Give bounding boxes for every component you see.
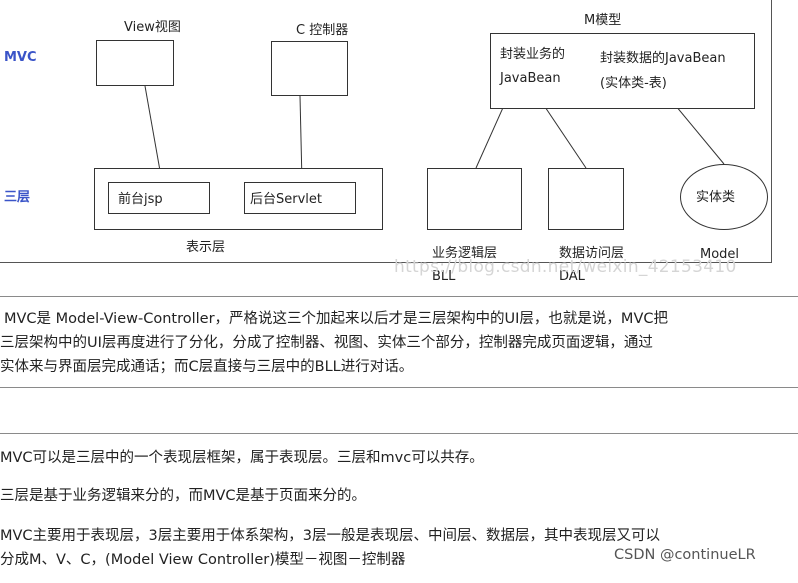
connector-lines bbox=[144, 85, 725, 183]
controller-box bbox=[271, 41, 348, 96]
mvc-three-layer-diagram: MVC 三层 View视图 C 控制器 M模型 封装业务的 JavaBean 封… bbox=[0, 0, 798, 290]
entity-ellipse bbox=[680, 164, 768, 230]
bll-label-line2: BLL bbox=[432, 269, 456, 284]
front-jsp-box bbox=[108, 182, 210, 214]
explanation-2-para-1: MVC可以是三层中的一个表现层框架，属于表现层。三层和mvc可以共存。 bbox=[0, 450, 484, 466]
controller-label: C 控制器 bbox=[296, 23, 349, 38]
front-jsp-label: 前台jsp bbox=[118, 192, 163, 207]
explanation-box-1: MVC是 Model-View-Controller，严格说这三个加起来以后才是… bbox=[0, 296, 798, 388]
view-label: View视图 bbox=[124, 20, 181, 35]
explanation-box-2: MVC可以是三层中的一个表现层框架，属于表现层。三层和mvc可以共存。 三层是基… bbox=[0, 433, 798, 583]
explanation-1-line-1: MVC是 Model-View-Controller，严格说这三个加起来以后才是… bbox=[4, 311, 668, 327]
bll-box bbox=[427, 168, 522, 230]
explanation-2-para-2: 三层是基于业务逻辑来分的，而MVC是基于页面来分的。 bbox=[0, 488, 367, 504]
model-label: M模型 bbox=[584, 13, 622, 28]
model-caption: Model bbox=[700, 247, 740, 262]
model-box bbox=[490, 33, 755, 109]
explanation-1-line-2: 三层架构中的UI层再度进行了分化，分成了控制器、视图、实体三个部分，控制器完成页… bbox=[0, 335, 653, 351]
dal-box bbox=[548, 168, 624, 230]
row-label-mvc: MVC bbox=[4, 50, 37, 65]
model-business-line1: 封装业务的 bbox=[500, 47, 566, 62]
back-servlet-box bbox=[244, 182, 356, 214]
back-servlet-label: 后台Servlet bbox=[250, 192, 322, 207]
csdn-author-watermark: CSDN @continueLR bbox=[614, 547, 756, 563]
entity-label: 实体类 bbox=[696, 190, 736, 205]
model-business-line2: JavaBean bbox=[500, 71, 561, 86]
presentation-layer-label: 表示层 bbox=[186, 240, 226, 255]
watermark-url: https://blog.csdn.net/weixin_42153410 bbox=[394, 257, 737, 277]
view-to-jsp-line bbox=[144, 85, 163, 183]
view-box bbox=[96, 40, 174, 86]
dal-label-line2: DAL bbox=[559, 269, 585, 284]
bll-label-line1: 业务逻辑层 bbox=[432, 246, 498, 261]
explanation-1-line-3: 实体来与界面层完成通话；而C层直接与三层中的BLL进行对话。 bbox=[0, 359, 414, 375]
diagram-frame-bottom bbox=[0, 262, 772, 263]
dal-label-line1: 数据访问层 bbox=[559, 246, 625, 261]
model-data-line2: (实体类-表) bbox=[600, 76, 667, 91]
diagram-frame-right bbox=[771, 0, 772, 262]
row-label-three-layers: 三层 bbox=[4, 190, 31, 205]
explanation-2-para-3-line-2: 分成M、V、C，(Model View Controller)模型－视图－控制器 bbox=[0, 552, 406, 568]
explanation-2-para-3-line-1: MVC主要用于表现层，3层主要用于体系架构，3层一般是表现层、中间层、数据层，其… bbox=[0, 528, 661, 544]
controller-to-servlet-line bbox=[299, 95, 303, 183]
model-data-line1: 封装数据的JavaBean bbox=[600, 51, 726, 66]
